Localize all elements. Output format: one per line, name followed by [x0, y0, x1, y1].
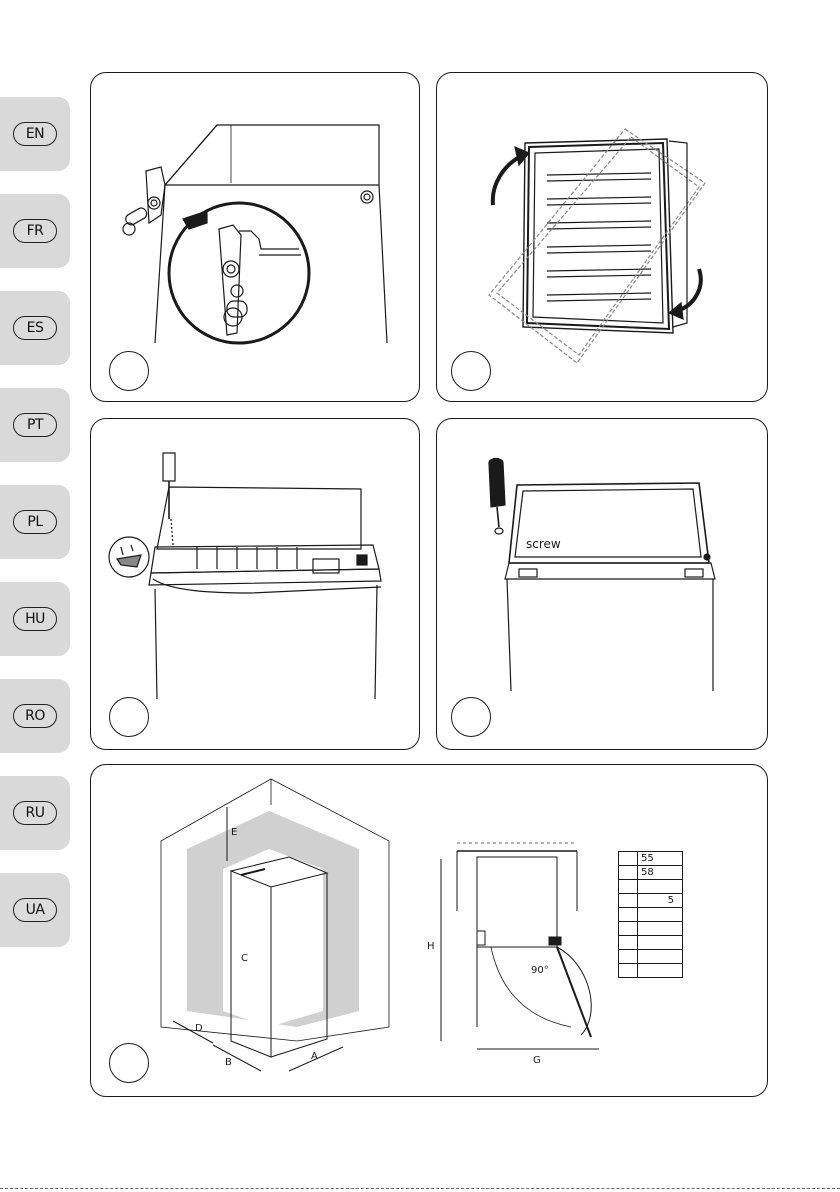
lang-label: PL	[13, 510, 57, 534]
table-cell	[638, 922, 683, 936]
table-row: 5	[619, 894, 683, 908]
lang-label: PT	[13, 413, 57, 437]
dim-label-h: H	[427, 941, 435, 952]
lang-tab-pl[interactable]: PL	[0, 485, 70, 559]
dim-label-e: E	[231, 827, 237, 838]
dim-label-d: D	[195, 1023, 203, 1034]
panel-screw-removal: screw	[436, 418, 768, 750]
step-circle	[109, 351, 149, 391]
lang-tab-hu[interactable]: HU	[0, 582, 70, 656]
dimensions-table: 55 58 5	[618, 851, 683, 978]
lang-tab-ru[interactable]: RU	[0, 776, 70, 850]
table-row	[619, 950, 683, 964]
table-row: 55	[619, 852, 683, 866]
table-row	[619, 880, 683, 894]
lang-tab-pt[interactable]: PT	[0, 388, 70, 462]
lang-label: EN	[13, 122, 57, 146]
table-row	[619, 908, 683, 922]
lang-tab-ro[interactable]: RO	[0, 679, 70, 753]
dim-label-a: A	[311, 1051, 318, 1062]
step-circle	[451, 351, 491, 391]
table-cell	[638, 936, 683, 950]
dim-label-c: C	[241, 953, 248, 964]
hinge-illustration	[91, 73, 420, 402]
table-cell	[638, 880, 683, 894]
dim-label-angle: 90°	[531, 965, 549, 976]
lang-tab-es[interactable]: ES	[0, 291, 70, 365]
dim-label-g: G	[533, 1055, 541, 1066]
table-row: 58	[619, 866, 683, 880]
screw-label: screw	[526, 537, 561, 551]
lang-label: RO	[13, 704, 57, 728]
table-row	[619, 922, 683, 936]
page-cut-line	[0, 1188, 840, 1189]
panel-hinge-removal	[90, 72, 420, 402]
step-circle	[451, 697, 491, 737]
panel-top-cover-removal	[90, 418, 420, 750]
table-cell	[638, 908, 683, 922]
table-cell	[638, 964, 683, 978]
table-cell: 5	[638, 894, 683, 908]
table-cell	[638, 950, 683, 964]
lang-label: UA	[13, 898, 57, 922]
lang-tab-fr[interactable]: FR	[0, 194, 70, 268]
lang-tab-en[interactable]: EN	[0, 97, 70, 171]
step-circle	[109, 697, 149, 737]
door-rotation-illustration	[437, 73, 768, 402]
step-circle	[109, 1043, 149, 1083]
dim-label-b: B	[225, 1057, 232, 1068]
screw-illustration	[437, 419, 768, 750]
panel-door-rotation	[436, 72, 768, 402]
lang-label: HU	[13, 607, 57, 631]
lang-label: FR	[13, 219, 57, 243]
lang-label: ES	[13, 316, 57, 340]
table-row	[619, 964, 683, 978]
lang-label: RU	[13, 801, 57, 825]
table-cell: 55	[638, 852, 683, 866]
lang-tab-ua[interactable]: UA	[0, 873, 70, 947]
table-row	[619, 936, 683, 950]
table-cell: 58	[638, 866, 683, 880]
